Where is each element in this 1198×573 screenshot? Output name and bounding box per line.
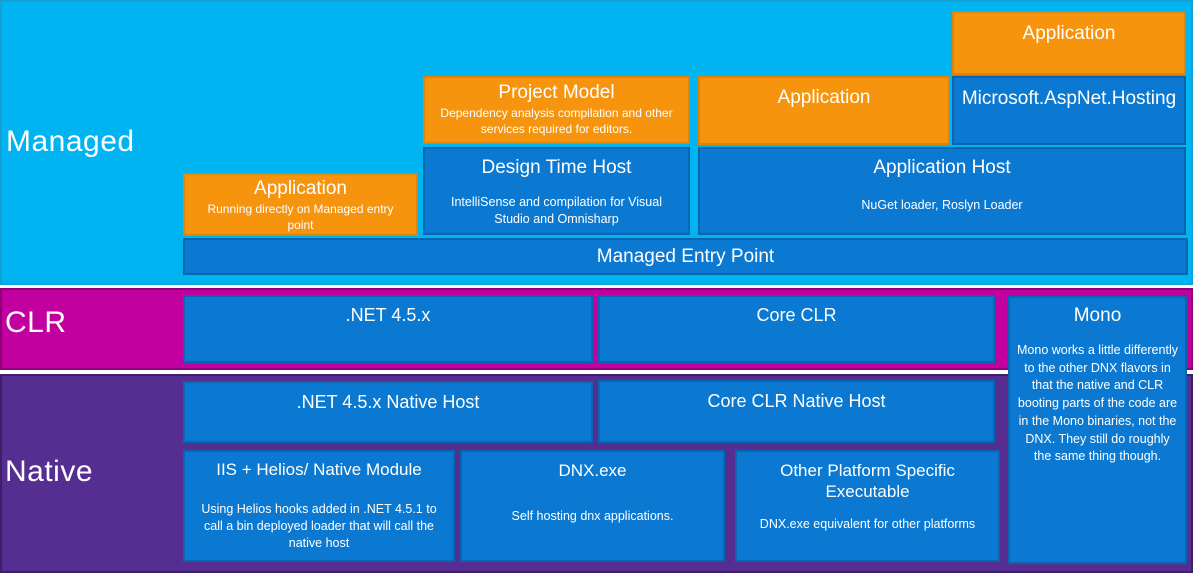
box-title: Application Host	[873, 157, 1011, 178]
design-time-host-box: Design Time Host IntelliSense and compil…	[423, 147, 690, 235]
box-subtitle: IntelliSense and compilation for Visual …	[450, 194, 662, 226]
dnx-exe-box: DNX.exe Self hosting dnx applications.	[460, 450, 725, 562]
box-subtitle: Mono works a little differently to the o…	[1017, 342, 1178, 464]
other-platform-executable-box: Other Platform Specific Executable DNX.e…	[735, 450, 1000, 562]
core-clr-box: Core CLR	[598, 295, 995, 363]
application-box-apphost: Application	[698, 76, 950, 145]
box-title: Microsoft.AspNet.Hosting	[961, 88, 1177, 109]
box-subtitle: Self hosting dnx applications.	[511, 509, 674, 524]
microsoft-aspnet-hosting-box: Microsoft.AspNet.Hosting	[952, 76, 1186, 145]
box-subtitle: Running directly on Managed entry point	[207, 201, 394, 232]
managed-layer-label: Managed	[6, 125, 135, 158]
box-subtitle: Using Helios hooks added in .NET 4.5.1 t…	[201, 502, 437, 550]
net-45x-native-host-box: .NET 4.5.x Native Host	[183, 381, 593, 443]
box-title: Core CLR	[756, 305, 837, 325]
iis-helios-native-module-box: IIS + Helios/ Native Module Using Helios…	[183, 450, 455, 562]
box-title: Mono	[1073, 305, 1122, 326]
application-host-box: Application Host NuGet loader, Roslyn Lo…	[698, 147, 1186, 235]
box-title: .NET 4.5.x	[345, 305, 431, 325]
box-subtitle: Dependency analysis compilation and othe…	[440, 105, 673, 136]
box-title: Managed Entry Point	[596, 245, 775, 267]
box-title: Project Model	[498, 82, 615, 103]
mono-box: Mono Mono works a little differently to …	[1008, 296, 1187, 564]
box-title: Other Platform Specific Executable	[780, 461, 955, 502]
application-box-entrypoint: Application Running directly on Managed …	[183, 173, 418, 236]
box-title: .NET 4.5.x Native Host	[296, 392, 480, 412]
native-layer-label: Native	[5, 455, 94, 488]
core-clr-native-host-box: Core CLR Native Host	[598, 380, 995, 443]
box-title: Core CLR Native Host	[707, 391, 886, 411]
box-title: Design Time Host	[481, 157, 632, 178]
clr-layer-label: CLR	[5, 306, 67, 339]
box-title: Application	[777, 87, 871, 108]
box-title: Application	[254, 178, 347, 199]
project-model-box: Project Model Dependency analysis compil…	[423, 76, 690, 144]
box-title: IIS + Helios/ Native Module	[216, 460, 422, 479]
box-title: Application	[1022, 23, 1116, 44]
box-subtitle: DNX.exe equivalent for other platforms	[759, 516, 976, 531]
managed-entry-point-box: Managed Entry Point	[183, 238, 1188, 275]
box-subtitle: NuGet loader, Roslyn Loader	[861, 197, 1023, 212]
net-45x-box: .NET 4.5.x	[183, 295, 593, 363]
box-title: DNX.exe	[558, 461, 627, 480]
application-box-hosted: Application	[952, 11, 1186, 75]
